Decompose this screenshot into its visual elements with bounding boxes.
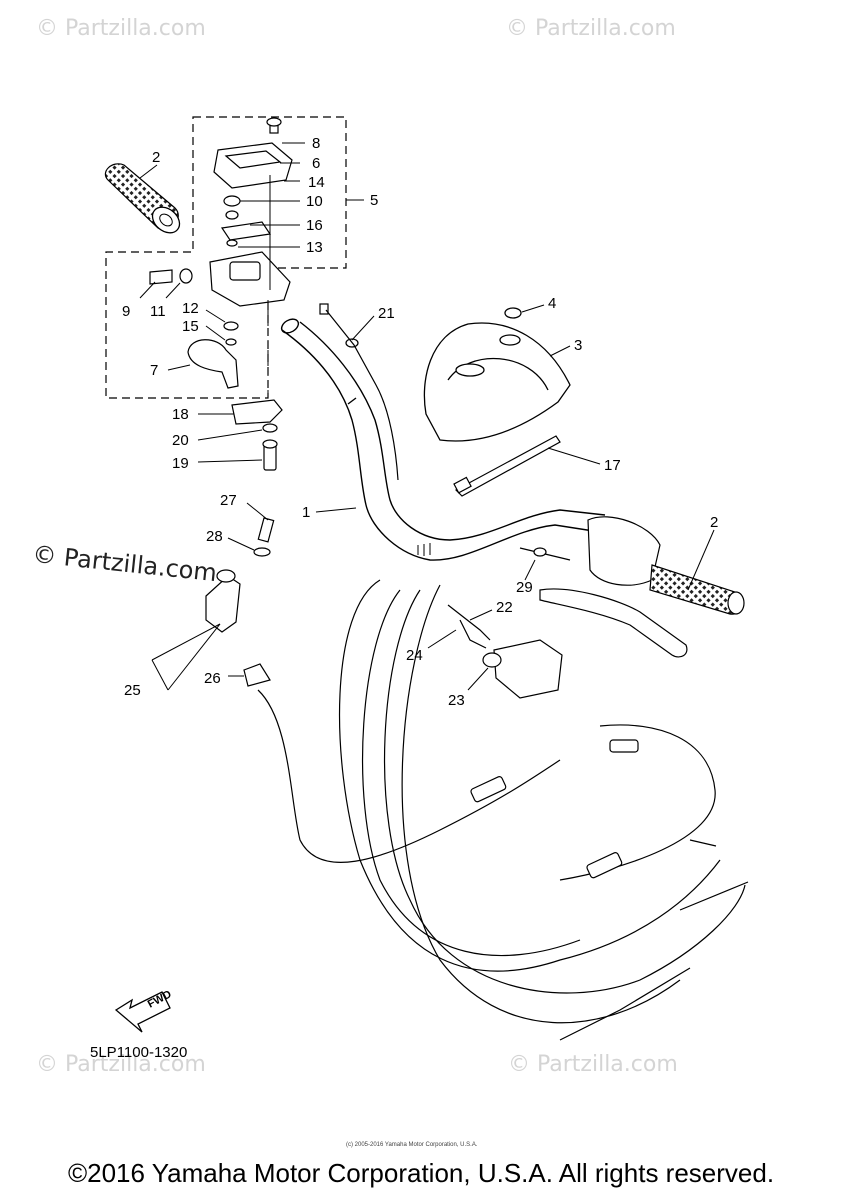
callout-14: 14 — [308, 174, 325, 191]
fine-print: (c) 2005-2016 Yamaha Motor Corporation, … — [346, 1142, 478, 1148]
callout-6: 6 — [312, 155, 320, 172]
watermark-top-left: © Partzilla.com — [36, 16, 206, 41]
watermark-bottom-left: © Partzilla.com — [36, 1052, 206, 1077]
callout-27: 27 — [220, 492, 237, 509]
callout-7: 7 — [150, 362, 158, 379]
watermark-bottom-right: © Partzilla.com — [508, 1052, 678, 1077]
callout-11: 11 — [150, 303, 166, 320]
callout-2-left: 2 — [152, 149, 160, 166]
cable-21 — [319, 303, 399, 481]
callout-8: 8 — [312, 135, 320, 152]
brake-switch — [447, 604, 563, 699]
callout-16: 16 — [306, 217, 323, 234]
callout-26: 26 — [204, 670, 221, 687]
control-cables — [257, 579, 749, 1041]
callout-2-right: 2 — [710, 514, 718, 531]
copyright-notice: ©2016 Yamaha Motor Corporation, U.S.A. A… — [67, 1158, 775, 1188]
callout-10: 10 — [306, 193, 323, 210]
watermark-top-right: © Partzilla.com — [506, 16, 676, 41]
callout-29: 29 — [516, 579, 533, 596]
left-grip — [104, 163, 181, 234]
callout-18: 18 — [172, 406, 189, 423]
cable-tie — [453, 435, 561, 497]
right-grip-assembly — [519, 516, 745, 658]
callout-25: 25 — [124, 682, 141, 699]
diagram-part-code: 5LP1100-1320 — [90, 1044, 188, 1061]
callout-19: 19 — [172, 455, 189, 472]
callout-12: 12 — [182, 300, 199, 317]
throttle-assembly — [149, 117, 293, 471]
handlebar-cover — [423, 307, 571, 442]
callout-17: 17 — [604, 457, 621, 474]
callout-28: 28 — [206, 528, 223, 545]
callout-15: 15 — [182, 318, 199, 335]
callout-21: 21 — [378, 305, 395, 322]
fwd-arrow — [114, 991, 171, 1033]
callout-4: 4 — [548, 295, 556, 312]
callout-23: 23 — [448, 692, 465, 709]
handlebar — [280, 318, 606, 561]
left-switch — [205, 517, 275, 687]
leader-lines — [139, 142, 715, 691]
callout-1: 1 — [302, 504, 310, 521]
callout-3: 3 — [574, 337, 582, 354]
assembly-box-5 — [105, 116, 347, 399]
callout-9: 9 — [122, 303, 130, 320]
callout-13: 13 — [306, 239, 323, 256]
callout-labels: 2 8 6 14 5 10 16 13 9 11 12 15 7 18 20 1… — [122, 135, 718, 1011]
callout-24: 24 — [406, 647, 423, 664]
callout-20: 20 — [172, 432, 189, 449]
callout-5: 5 — [370, 192, 378, 209]
callout-22: 22 — [496, 599, 513, 616]
